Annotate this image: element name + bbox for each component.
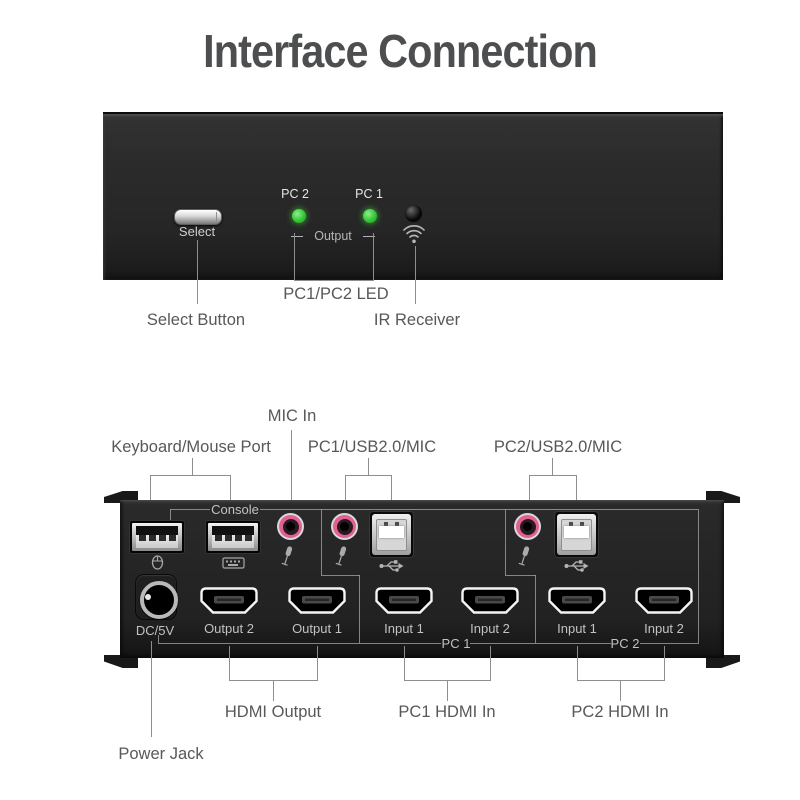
select-button (174, 209, 222, 225)
kb-mouse-callout-line-left (150, 475, 151, 522)
pc2-hdmi-callout-bracket (577, 680, 665, 681)
pc1-hdmi-callout-stub (447, 680, 448, 701)
hdmi-port-pc2-input2 (634, 587, 694, 614)
mic-in-label: MIC In (267, 407, 317, 425)
ir-callout-line (415, 246, 416, 304)
led-callout-bracket (294, 280, 374, 281)
ir-receiver-window (405, 205, 422, 222)
select-engraved-label: Select (178, 224, 216, 239)
kb-mouse-label: Keyboard/Mouse Port (111, 438, 271, 456)
outline-bottom-c (640, 643, 698, 644)
mic-jack-console (277, 513, 304, 540)
select-callout-label: Select Button (146, 311, 246, 329)
outline-bottom-a (158, 643, 441, 644)
usb-a-port-keyboard (206, 521, 260, 553)
mic-jack-pc1 (331, 513, 358, 540)
hdmi-out-callout-line-left (229, 646, 230, 680)
divider1-v2 (359, 575, 360, 643)
pc2-hdmi-in-label: PC2 HDMI In (571, 703, 669, 721)
divider2-v1 (505, 509, 506, 575)
console-engraved-label: Console (211, 502, 259, 517)
mic-icon-1 (280, 545, 294, 569)
pc2-engraved-label: PC 2 (610, 636, 640, 651)
pc2-hdmi-callout-line-left (577, 646, 578, 680)
mic-icon-2 (334, 545, 348, 569)
pc2-usb-callout-bracket (529, 475, 577, 476)
hdmi-out-callout-stub (273, 680, 274, 701)
kb-mouse-callout-line-right (230, 475, 231, 522)
hdmi-port-output2 (199, 587, 259, 614)
wifi-signal-icon (402, 225, 426, 244)
pc1-hdmi-in-label: PC1 HDMI In (398, 703, 496, 721)
pc2-usb-callout-line-right (576, 475, 577, 514)
page-title: Interface Connection (203, 25, 598, 77)
hdmi-output-label: HDMI Output (224, 703, 322, 721)
divider2-h (505, 575, 536, 576)
divider2-v2 (535, 575, 536, 643)
select-callout-line (197, 240, 198, 304)
hdmi-port-output1 (287, 587, 347, 614)
pc2-usb-label: PC2/USB2.0/MIC (493, 438, 623, 456)
pc2-led (292, 209, 306, 223)
pc1-usb-callout-line-left (345, 475, 346, 516)
hdmi-port-pc2-input1 (547, 587, 607, 614)
pc1-usb-callout-line-right (391, 475, 392, 514)
hdmi-out-callout-line-right (317, 646, 318, 680)
console-outline-b (260, 509, 698, 510)
usb-b-port-pc2 (555, 512, 598, 557)
port-label-output2: Output 2 (204, 621, 254, 636)
output-engraved-label: Output (314, 229, 352, 243)
pc2-led-label: PC 2 (281, 187, 309, 201)
pc2-usb-callout-stub (552, 458, 553, 475)
pc1-led-label: PC 1 (355, 187, 383, 201)
port-label-pc2-input1: Input 1 (557, 621, 597, 636)
port-label-pc2-input2: Input 2 (644, 621, 684, 636)
outline-right (698, 509, 699, 644)
mic-icon-3 (517, 545, 531, 569)
outline-bottom-stub (158, 635, 159, 643)
hdmi-port-pc1-input1 (374, 587, 434, 614)
power-jack-callout-line (151, 641, 152, 737)
ir-callout-label: IR Receiver (373, 311, 461, 329)
pc2-hdmi-callout-stub (620, 680, 621, 701)
divider1-v1 (321, 509, 322, 575)
divider1-h (321, 575, 360, 576)
mic-jack-pc2 (514, 513, 541, 540)
led-callout-line-left (294, 233, 295, 280)
usb-b-port-pc1 (370, 512, 413, 557)
mic-in-callout-line (291, 430, 292, 516)
pc1-usb-callout-bracket (345, 475, 392, 476)
pc2-hdmi-callout-line-right (664, 646, 665, 680)
port-label-pc1-input1: Input 1 (384, 621, 424, 636)
led-callout-label: PC1/PC2 LED (283, 285, 389, 303)
pc1-hdmi-callout-line-right (490, 646, 491, 680)
output-dash-right (363, 236, 375, 237)
outline-bottom-b (470, 643, 611, 644)
kb-mouse-callout-stub (192, 458, 193, 475)
keyboard-icon (222, 557, 245, 569)
front-panel-photo: Select PC 2 PC 1 Output (103, 112, 723, 280)
output-dash-left (291, 236, 303, 237)
pc2-usb-callout-line-left (529, 475, 530, 516)
hdmi-port-pc1-input2 (460, 587, 520, 614)
usb-icon-pc2 (563, 558, 590, 574)
pc1-led (363, 209, 377, 223)
port-label-output1: Output 1 (292, 621, 342, 636)
console-outline-a (170, 509, 210, 510)
pc1-usb-label: PC1/USB2.0/MIC (307, 438, 437, 456)
rear-panel-photo: Console PC 1 PC 2 (120, 500, 724, 658)
console-outline-stub (170, 509, 171, 526)
dc-power-jack (135, 574, 178, 620)
port-label-pc1-input2: Input 2 (470, 621, 510, 636)
led-callout-line-right (373, 233, 374, 280)
pc1-hdmi-callout-line-left (404, 646, 405, 680)
dc-engraved-label: DC/5V (135, 623, 175, 638)
usb-a-port-mouse (130, 521, 184, 553)
power-jack-label: Power Jack (118, 745, 204, 763)
pc1-engraved-label: PC 1 (441, 636, 471, 651)
kb-mouse-callout-bracket (150, 475, 231, 476)
pc1-usb-callout-stub (368, 458, 369, 475)
usb-icon-pc1 (378, 558, 405, 574)
mouse-icon (150, 554, 165, 570)
